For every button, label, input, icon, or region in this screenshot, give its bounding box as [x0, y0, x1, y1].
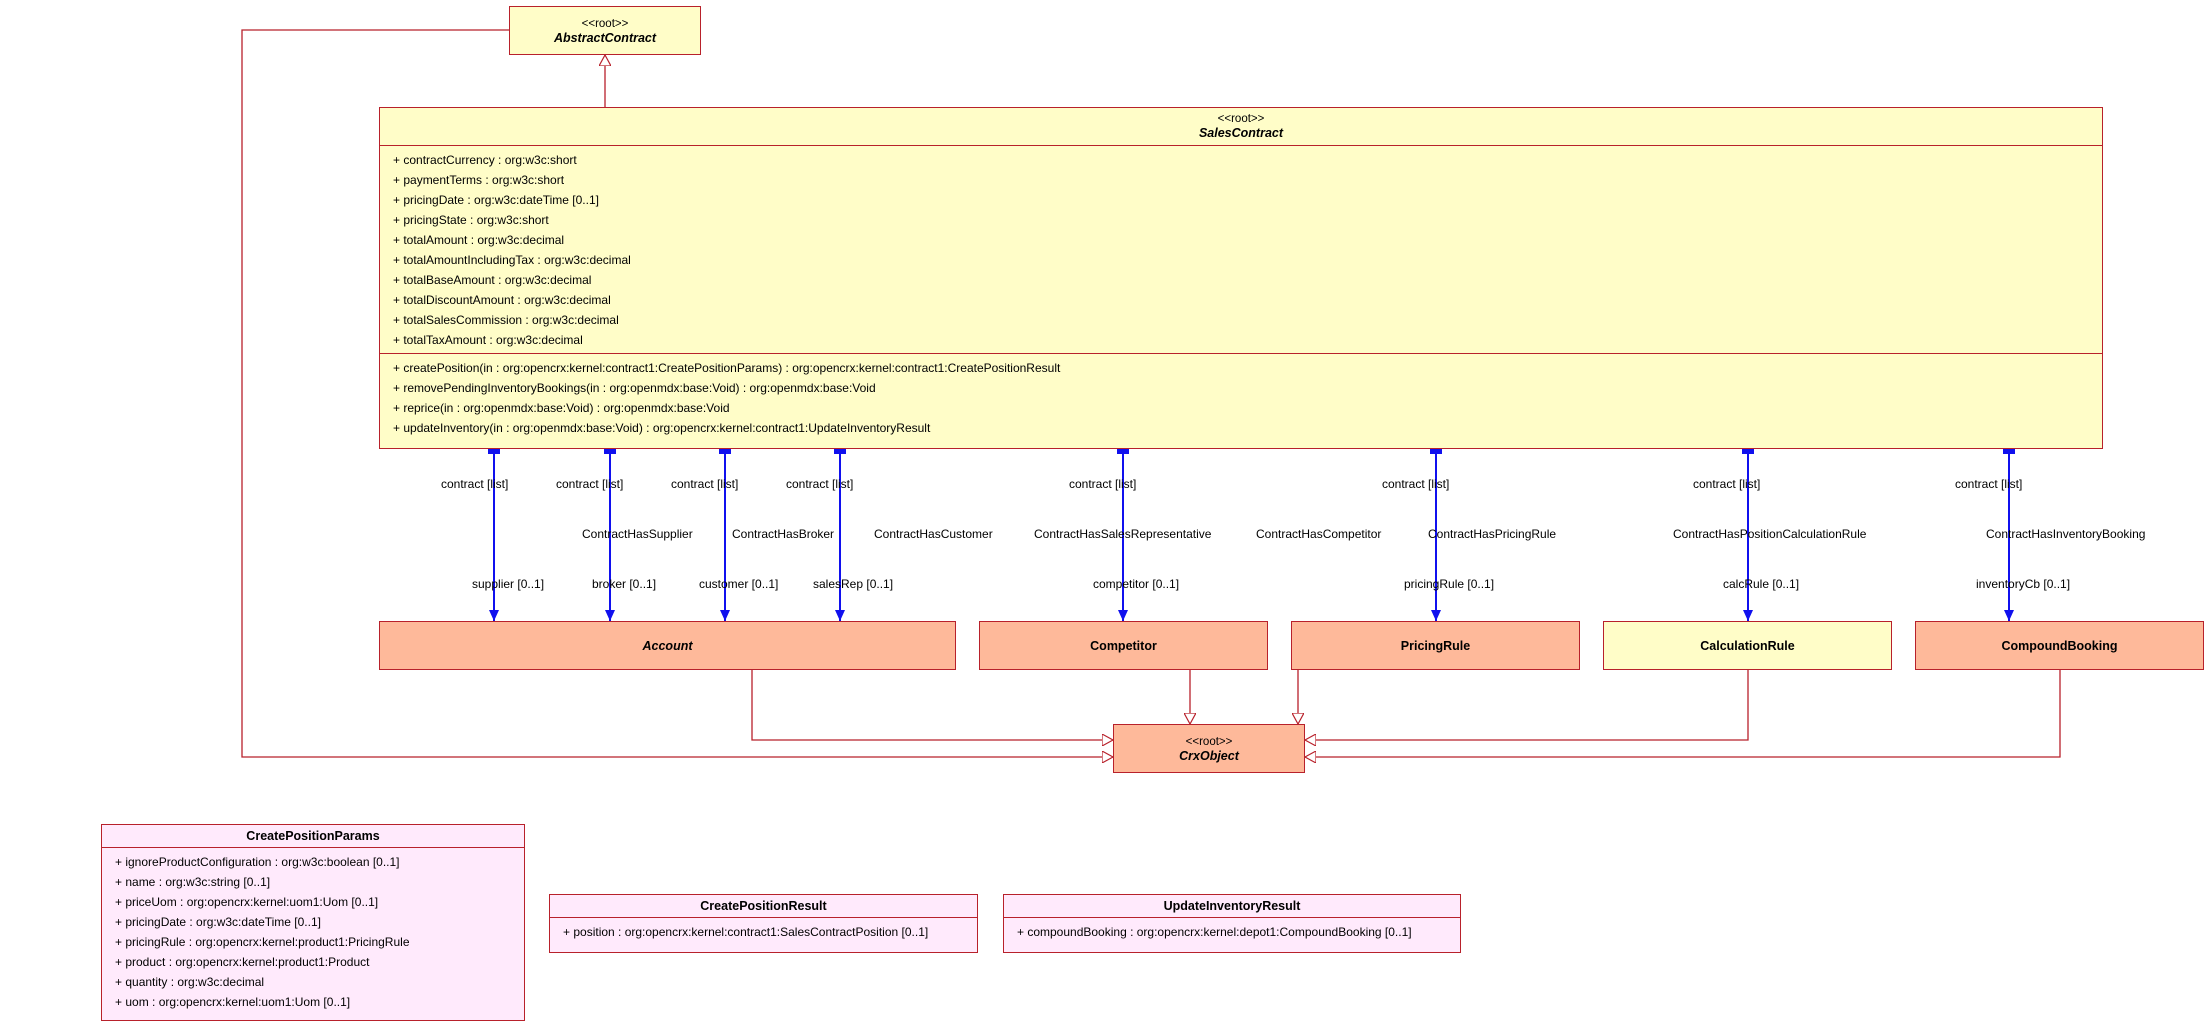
attribute: + totalSalesCommission : org:w3c:decimal	[393, 313, 619, 327]
role-label-source: contract [list]	[1069, 477, 1137, 491]
role-label-target: inventoryCb [0..1]	[1976, 577, 2071, 591]
role-label-source: contract [list]	[671, 477, 739, 491]
class-name: Competitor	[1090, 638, 1157, 653]
aggregation-end-pricingrule	[1430, 449, 1442, 454]
attribute: + product : org:opencrx:kernel:product1:…	[115, 955, 370, 969]
role-label-target: pricingRule [0..1]	[1404, 577, 1495, 591]
role-label-source: contract [list]	[786, 477, 854, 491]
class-compound-booking[interactable]: CompoundBooking	[1915, 621, 2204, 670]
role-label-target: broker [0..1]	[592, 577, 657, 591]
role-label-source: contract [list]	[1382, 477, 1450, 491]
role-label-source: contract [list]	[1955, 477, 2023, 491]
attribute: + priceUom : org:opencrx:kernel:uom1:Uom…	[115, 895, 379, 909]
attributes-section: + ignoreProductConfiguration : org:w3c:b…	[102, 847, 524, 1015]
role-label-source: contract [list]	[1693, 477, 1761, 491]
association-name: ContractHasBroker	[732, 527, 835, 541]
generalization-calcrule-to-crxobject	[1305, 670, 1749, 740]
attribute: + paymentTerms : org:w3c:short	[393, 173, 565, 187]
attribute: + pricingDate : org:w3c:dateTime [0..1]	[115, 915, 321, 929]
attribute: + totalTaxAmount : org:w3c:decimal	[393, 333, 583, 347]
aggregation-end-competitor	[1117, 449, 1129, 454]
attribute: + contractCurrency : org:w3c:short	[393, 153, 577, 167]
class-create-position-result[interactable]: CreatePositionResult + position : org:op…	[549, 894, 978, 953]
class-name: CompoundBooking	[2001, 638, 2118, 653]
attribute: + ignoreProductConfiguration : org:w3c:b…	[115, 855, 400, 869]
class-pricing-rule[interactable]: PricingRule	[1291, 621, 1580, 670]
class-calculation-rule[interactable]: CalculationRule	[1603, 621, 1892, 670]
aggregation-end-salesrep	[834, 449, 846, 454]
attribute: + name : org:w3c:string [0..1]	[115, 875, 271, 889]
class-abstract-contract[interactable]: <<root>> AbstractContract	[509, 6, 701, 55]
attribute: + totalAmountIncludingTax : org:w3c:deci…	[393, 253, 631, 267]
class-create-position-params[interactable]: CreatePositionParams + ignoreProductConf…	[101, 824, 525, 1021]
aggregation-end-supplier	[488, 449, 500, 454]
association-name: ContractHasCompetitor	[1256, 527, 1382, 541]
role-label-target: calcRule [0..1]	[1723, 577, 1800, 591]
operation: + createPosition(in : org:opencrx:kernel…	[393, 361, 1061, 375]
class-name: CrxObject	[1179, 748, 1239, 763]
attribute: + totalDiscountAmount : org:w3c:decimal	[393, 293, 611, 307]
class-update-inventory-result[interactable]: UpdateInventoryResult + compoundBooking …	[1003, 894, 1461, 953]
attribute: + totalAmount : org:w3c:decimal	[393, 233, 565, 247]
operation: + removePendingInventoryBookings(in : or…	[393, 381, 876, 395]
aggregation-end-broker	[604, 449, 616, 454]
aggregation-end-inventorybooking	[2003, 449, 2015, 454]
attributes-section: + contractCurrency : org:w3c:short + pay…	[380, 145, 2102, 353]
attribute: + position : org:opencrx:kernel:contract…	[563, 925, 929, 939]
class-name: CalculationRule	[1700, 638, 1795, 653]
aggregation-end-customer	[719, 449, 731, 454]
attribute: + pricingDate : org:w3c:dateTime [0..1]	[393, 193, 599, 207]
attribute: + pricingState : org:w3c:short	[393, 213, 549, 227]
attribute: + totalBaseAmount : org:w3c:decimal	[393, 273, 592, 287]
class-name: SalesContract	[1198, 126, 1284, 140]
operation: + updateInventory(in : org:openmdx:base:…	[393, 421, 931, 435]
generalization-lines	[241, 29, 2061, 757]
attribute: + compoundBooking : org:opencrx:kernel:d…	[1017, 925, 1412, 939]
association-name: ContractHasSupplier	[582, 527, 693, 541]
aggregation-ends	[488, 449, 2015, 454]
role-label-source: contract [list]	[556, 477, 624, 491]
operations-section: + createPosition(in : org:opencrx:kernel…	[380, 353, 2102, 441]
class-name: PricingRule	[1400, 638, 1471, 653]
class-name: CreatePositionResult	[700, 899, 827, 913]
role-label-target: competitor [0..1]	[1093, 577, 1180, 591]
role-label-target: supplier [0..1]	[472, 577, 545, 591]
association-name: ContractHasPositionCalculationRule	[1673, 527, 1867, 541]
association-name: ContractHasCustomer	[874, 527, 993, 541]
attribute: + quantity : org:w3c:decimal	[115, 975, 265, 989]
class-name: AbstractContract	[553, 30, 657, 45]
role-label-source: contract [list]	[441, 477, 509, 491]
attribute: + uom : org:opencrx:kernel:uom1:Uom [0..…	[115, 995, 351, 1009]
attributes-section: + compoundBooking : org:opencrx:kernel:d…	[1004, 917, 1460, 945]
class-name: Account	[642, 638, 693, 653]
association-name: ContractHasSalesRepresentative	[1034, 527, 1212, 541]
stereotype-label: <<root>>	[581, 17, 629, 30]
role-label-target: customer [0..1]	[699, 577, 779, 591]
generalization-compoundbooking-to-crxobject	[1305, 670, 2061, 757]
association-lines	[489, 449, 2014, 621]
operation: + reprice(in : org:openmdx:base:Void) : …	[393, 401, 730, 415]
generalization-abstract-to-crxobject	[241, 29, 1113, 757]
association-name: ContractHasPricingRule	[1428, 527, 1557, 541]
class-account[interactable]: Account	[379, 621, 956, 670]
attributes-section: + position : org:opencrx:kernel:contract…	[550, 917, 977, 945]
class-crx-object[interactable]: <<root>> CrxObject	[1113, 724, 1305, 773]
generalization-account-to-crxobject	[751, 670, 1113, 740]
stereotype-label: <<root>>	[1185, 735, 1233, 748]
aggregation-end-calcrule	[1742, 449, 1754, 454]
class-competitor[interactable]: Competitor	[979, 621, 1268, 670]
attribute: + pricingRule : org:opencrx:kernel:produ…	[115, 935, 410, 949]
role-label-target: salesRep [0..1]	[813, 577, 894, 591]
class-name: CreatePositionParams	[246, 829, 380, 843]
class-name: UpdateInventoryResult	[1163, 899, 1301, 913]
class-sales-contract[interactable]: <<root>> SalesContract + contractCurrenc…	[379, 107, 2103, 449]
stereotype-label: <<root>>	[1217, 113, 1265, 125]
association-name: ContractHasInventoryBooking	[1986, 527, 2146, 541]
